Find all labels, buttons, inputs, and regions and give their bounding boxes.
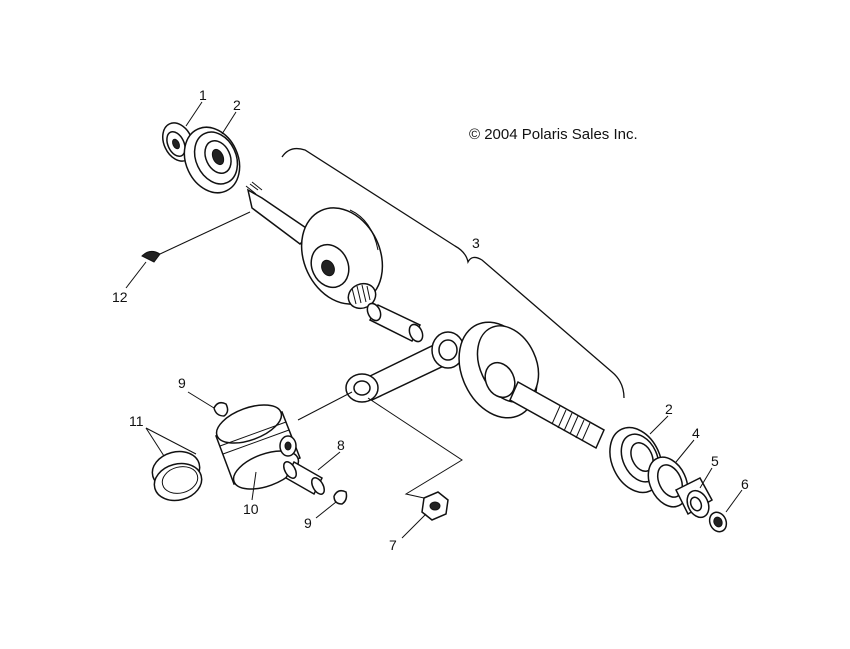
leader-9-upper [187,391,215,409]
crank-pin [366,302,424,343]
leader-11b [145,427,197,455]
leader-8 [317,451,341,471]
callout-11: 11 [129,413,144,429]
callout-6: 6 [741,476,749,492]
leader-9-lower [315,501,337,519]
part-11-piston-rings [151,450,203,502]
callout-1: 1 [199,87,207,103]
guide-line-rod-to-nut [367,397,463,499]
callout-8: 8 [337,437,345,453]
part-2-upper-bearing [183,126,241,194]
needle-bearing [347,282,377,310]
leader-1 [185,101,203,127]
part-3-crankshaft-left [245,181,384,305]
part-12-woodruff-key [141,211,251,263]
callout-4: 4 [692,425,700,441]
leader-5 [699,467,713,489]
leader-12 [125,261,147,289]
assembly-bracket [281,147,625,399]
part-8-piston-pin [283,460,325,496]
copyright-text: © 2004 Polaris Sales Inc. [469,126,638,143]
leader-2-lower [649,415,669,435]
part-5-collar [674,477,714,519]
callout-9-upper: 9 [178,375,186,391]
callout-9-lower: 9 [304,515,312,531]
callout-7: 7 [389,537,397,553]
callout-5: 5 [711,453,719,469]
part-10-piston [215,404,301,490]
callout-2-lower: 2 [665,401,673,417]
callout-10: 10 [243,501,259,517]
connecting-rod [345,331,465,403]
callout-12: 12 [112,289,128,305]
leader-10 [251,471,257,501]
leader-6 [725,489,743,513]
part-6-washer [708,511,728,533]
callout-2-upper: 2 [233,97,241,113]
part-3-crankshaft-right [458,321,605,450]
callout-3: 3 [472,235,480,251]
guide-line-rod-to-piston [297,391,353,421]
leader-4 [675,439,695,463]
part-9-circlip-upper [213,401,229,417]
leader-2-upper [221,111,237,135]
part-7-nut [421,491,449,521]
leader-11a [145,427,165,457]
leader-7 [401,513,427,539]
